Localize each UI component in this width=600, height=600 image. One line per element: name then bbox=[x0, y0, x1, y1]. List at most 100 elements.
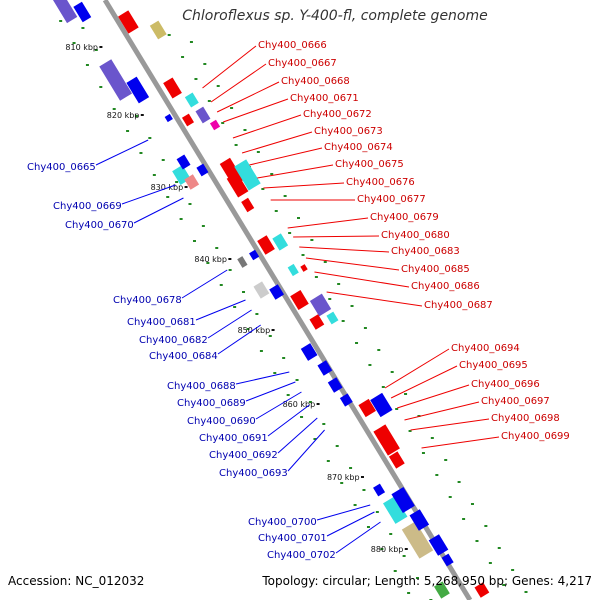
gc-dot bbox=[297, 217, 301, 219]
kbp-tick-mark bbox=[140, 114, 144, 116]
leader-line bbox=[410, 418, 490, 431]
leader-line bbox=[326, 291, 423, 307]
gc-dot bbox=[402, 555, 406, 557]
gene-block bbox=[287, 263, 299, 277]
gc-dot bbox=[234, 144, 238, 146]
gene-block bbox=[433, 581, 450, 599]
kbp-tick-mark bbox=[184, 186, 188, 188]
gc-dot bbox=[407, 592, 411, 594]
gc-dot bbox=[389, 533, 393, 535]
gc-dot bbox=[233, 306, 237, 308]
gc-dot bbox=[301, 254, 305, 256]
gc-dot bbox=[328, 298, 332, 300]
gene-label-right: Chy400_0671 bbox=[290, 93, 359, 104]
gene-block bbox=[253, 281, 270, 299]
gc-dot bbox=[337, 283, 341, 285]
gene-label-left: Chy400_0692 bbox=[209, 450, 278, 461]
leader-line bbox=[421, 436, 500, 449]
gc-dot bbox=[192, 240, 196, 242]
kbp-tick-label: 880 kbp bbox=[371, 545, 404, 554]
gene-label-left: Chy400_0693 bbox=[219, 468, 288, 479]
gene-block bbox=[237, 256, 248, 268]
gene-block bbox=[52, 0, 78, 24]
leader-line bbox=[249, 147, 323, 166]
leader-line bbox=[217, 324, 261, 355]
gene-label-right: Chy400_0694 bbox=[451, 343, 520, 354]
gene-label-right: Chy400_0673 bbox=[314, 126, 383, 137]
gene-label-right: Chy400_0679 bbox=[370, 212, 439, 223]
gc-dot bbox=[444, 459, 448, 461]
gene-label-left: Chy400_0681 bbox=[127, 317, 196, 328]
gene-block bbox=[391, 486, 415, 514]
gene-label-right: Chy400_0699 bbox=[501, 431, 570, 442]
gc-dot bbox=[228, 269, 232, 271]
gc-dot bbox=[216, 85, 220, 87]
gc-dot bbox=[188, 203, 192, 205]
gene-block bbox=[196, 163, 209, 177]
gene-label-left: Chy400_0700 bbox=[248, 517, 317, 528]
gc-dot bbox=[161, 159, 165, 161]
gene-features bbox=[52, 0, 490, 599]
gc-dot bbox=[189, 41, 193, 43]
gc-dot bbox=[502, 584, 506, 586]
gc-dot bbox=[404, 393, 408, 395]
gc-dot bbox=[381, 386, 385, 388]
leader-line bbox=[293, 235, 380, 238]
gene-block bbox=[409, 509, 430, 531]
kbp-tick-mark bbox=[316, 403, 320, 405]
topology-text: Topology: circular; Length: 5,268,950 bp… bbox=[262, 574, 592, 588]
gc-dot bbox=[179, 218, 183, 220]
gene-block bbox=[195, 106, 211, 124]
gc-dot bbox=[326, 460, 330, 462]
gc-dot bbox=[377, 349, 381, 351]
gc-dot bbox=[380, 548, 384, 550]
gene-block bbox=[358, 398, 376, 418]
gc-dot bbox=[203, 63, 207, 65]
gene-label-left: Chy400_0684 bbox=[149, 351, 218, 362]
gc-dot bbox=[393, 570, 397, 572]
gc-dot bbox=[148, 137, 152, 139]
gc-dot bbox=[219, 284, 223, 286]
gc-dot bbox=[323, 261, 327, 263]
gene-label-right: Chy400_0683 bbox=[391, 246, 460, 257]
gc-dot bbox=[166, 196, 170, 198]
leader-line bbox=[241, 131, 313, 154]
gene-block bbox=[373, 483, 386, 497]
leader-line bbox=[207, 309, 252, 339]
kbp-tick-mark bbox=[360, 476, 364, 478]
gc-dot bbox=[415, 577, 419, 579]
gc-dot bbox=[341, 320, 345, 322]
gc-dot bbox=[126, 130, 130, 132]
gene-block bbox=[300, 343, 318, 361]
gc-dot bbox=[85, 64, 89, 66]
gene-label-right: Chy400_0666 bbox=[258, 40, 327, 51]
gc-dot bbox=[243, 129, 247, 131]
gene-block bbox=[269, 284, 285, 300]
gc-dot bbox=[230, 107, 234, 109]
gc-dot bbox=[206, 262, 210, 264]
gene-label-left: Chy400_0678 bbox=[113, 295, 182, 306]
gene-label-left: Chy400_0688 bbox=[167, 381, 236, 392]
gc-dot bbox=[430, 437, 434, 439]
gene-label-left: Chy400_0665 bbox=[27, 162, 96, 173]
gc-dot bbox=[134, 115, 138, 117]
gc-dot bbox=[207, 100, 211, 102]
gene-label-left: Chy400_0691 bbox=[199, 433, 268, 444]
gc-dot bbox=[81, 27, 85, 29]
gene-block bbox=[309, 314, 325, 330]
gc-dot bbox=[59, 20, 63, 22]
gene-block bbox=[474, 582, 490, 598]
gc-dot bbox=[181, 56, 185, 58]
gene-block bbox=[118, 10, 139, 34]
gene-label-right: Chy400_0675 bbox=[335, 159, 404, 170]
leader-line bbox=[326, 511, 375, 537]
gc-dot bbox=[270, 173, 274, 175]
leader-line bbox=[397, 384, 470, 409]
gc-dot-tracks bbox=[59, 20, 528, 600]
gc-dot bbox=[322, 423, 326, 425]
gene-block bbox=[326, 311, 339, 325]
gene-block bbox=[241, 197, 255, 213]
gene-block bbox=[317, 360, 333, 376]
kbp-tick-label: 860 kbp bbox=[283, 400, 316, 409]
